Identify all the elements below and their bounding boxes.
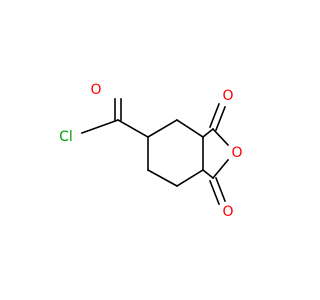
bond-ring-c5-c6 [146,168,179,188]
bond-ring-c4-c5 [175,168,205,188]
structure-diagram: Cl O O O O [59,82,242,220]
molecule-canvas: Cl O O O O [59,82,242,220]
bond-ring-c2-c3 [175,118,205,139]
bond-acyl-carbon-chlorine [80,118,120,135]
bond-ring-to-acyl-carbon [116,118,150,139]
bond-bottom-carbonyl-double-2 [214,176,227,203]
bond-top-carbonyl-double-1 [208,102,221,129]
atom-label-bottom-carbonyl-oxygen: O [222,204,233,220]
bond-top-carbonyl-double-2 [214,105,227,132]
bond-top-carbonyl-ring-oxygen [211,127,230,147]
atom-label-chlorine: Cl [59,129,73,145]
bond-bottom-carbonyl-c4 [201,168,215,180]
bond-ring-oxygen-bottom-carbonyl [211,158,230,180]
atom-label-acyl-oxygen: O [90,82,101,98]
bond-c3-top-carbonyl [201,127,215,139]
atom-label-top-carbonyl-oxygen: O [222,88,233,104]
bond-ring-c1-c2 [146,118,179,139]
atom-label-ring-oxygen: O [231,145,242,161]
bond-bottom-carbonyl-double-1 [208,179,221,206]
